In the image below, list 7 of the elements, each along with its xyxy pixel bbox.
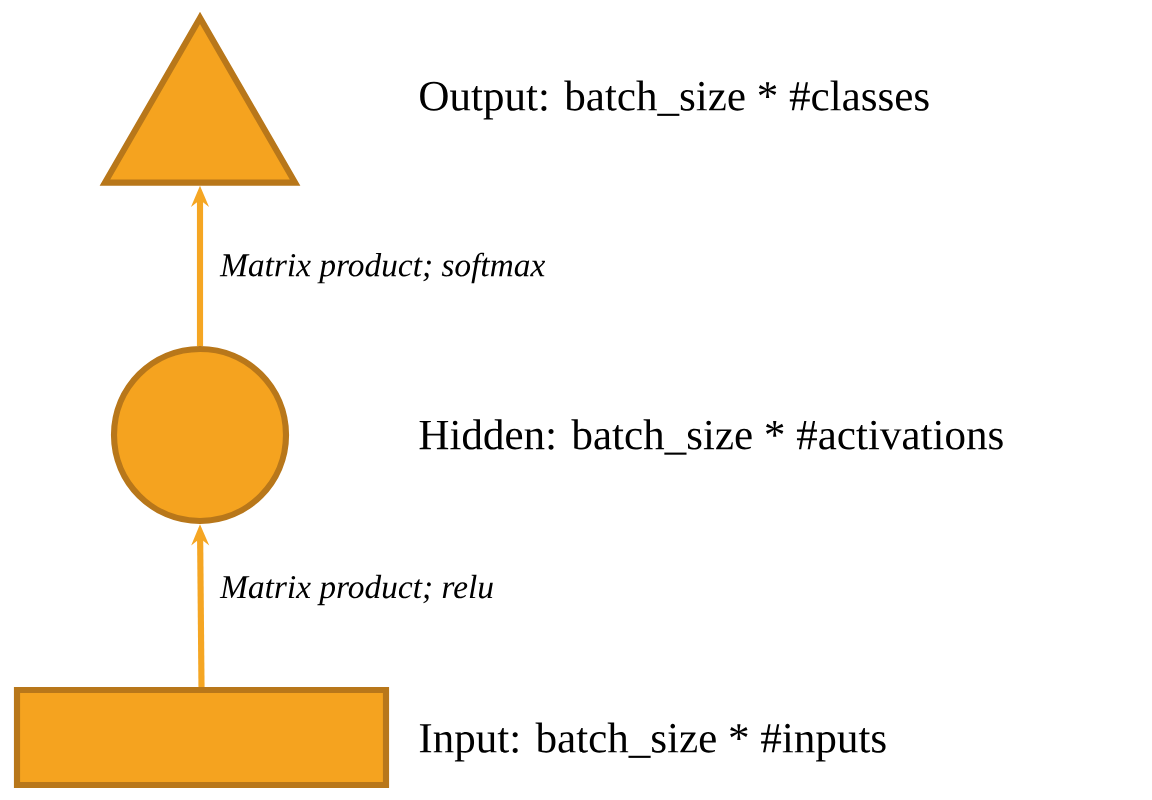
- edge-label: Matrix product; softmax: [219, 252, 546, 284]
- circle-shape: [110, 345, 290, 525]
- rectangle-shape: [13, 686, 390, 789]
- node-label: Hidden: batch_size * #activations: [419, 419, 1003, 455]
- node-label: Input: batch_size * #inputs: [419, 722, 886, 762]
- edge-label: Matrix product; relu: [219, 574, 493, 606]
- node-label: Output: batch_size * #classes: [420, 80, 929, 120]
